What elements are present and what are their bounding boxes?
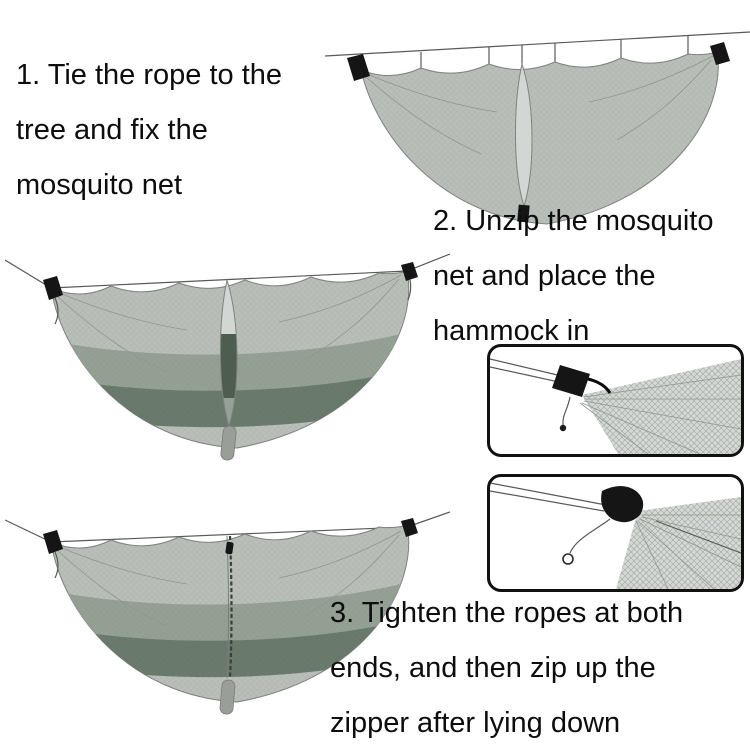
step3-line-2: ends, and then zip up the	[330, 652, 656, 684]
left-knot-cord	[54, 551, 59, 579]
figure-step2	[5, 253, 450, 461]
left-knot-cord	[54, 297, 59, 325]
hanging-cord	[562, 396, 571, 426]
net-fold-lines	[579, 374, 741, 454]
cord-end-knot	[559, 424, 567, 432]
figure-step1	[325, 31, 750, 225]
zipper-pull-top	[225, 541, 234, 555]
net-hanger-loops	[420, 35, 689, 68]
left-knot	[43, 530, 63, 554]
step1-line-2: tree and fix the	[16, 114, 208, 146]
rope-line	[325, 31, 750, 57]
step1-instruction: 1. Tie the rope to the tree and fix the …	[16, 48, 282, 213]
buckle	[552, 365, 590, 397]
right-knot-cord	[407, 278, 412, 301]
step3-instruction: 3. Tighten the ropes at both ends, and t…	[330, 586, 683, 750]
detail-view-knot	[487, 474, 744, 592]
rope-line-left	[5, 259, 52, 289]
zipper-pull-tab	[220, 425, 237, 461]
right-knot	[401, 518, 418, 537]
step1-line-3: mosquito net	[16, 169, 183, 201]
rope-line-left	[5, 519, 52, 543]
net-surface-mesh	[616, 497, 741, 589]
detail-view-buckle	[487, 344, 744, 457]
step3-line-3: zipper after lying down	[330, 707, 621, 739]
hanging-cord	[569, 518, 611, 554]
step3-line-1: 3. Tighten the ropes at both	[330, 597, 684, 629]
step1-line-1: 1. Tie the rope to the	[16, 59, 283, 91]
step2-line-3: hammock in	[433, 315, 590, 347]
right-knot	[710, 42, 730, 65]
step2-instruction: 2. Unzip the mosquito net and place the …	[433, 194, 713, 359]
right-knot	[401, 262, 418, 281]
left-knot	[347, 54, 370, 81]
net-fold-lines	[635, 514, 741, 589]
net-fold-lines	[366, 55, 714, 155]
zipper-pull-tab	[219, 679, 236, 715]
buckle-hook	[587, 377, 612, 394]
figure-step3	[5, 511, 450, 715]
net-mesh-texture	[51, 525, 409, 702]
rope-knot	[601, 486, 644, 523]
net-fold-lines	[56, 530, 402, 627]
cord-loop	[562, 553, 574, 565]
zipper-pull-tag	[517, 204, 530, 223]
rope-lines	[490, 482, 741, 554]
step2-line-2: net and place the	[433, 260, 656, 292]
net-fold-lines	[56, 274, 402, 373]
left-knot	[43, 276, 63, 300]
net-mesh-texture	[361, 52, 719, 224]
net-surface-mesh	[582, 359, 741, 454]
step2-line-1: 2. Unzip the mosquito	[433, 205, 714, 237]
